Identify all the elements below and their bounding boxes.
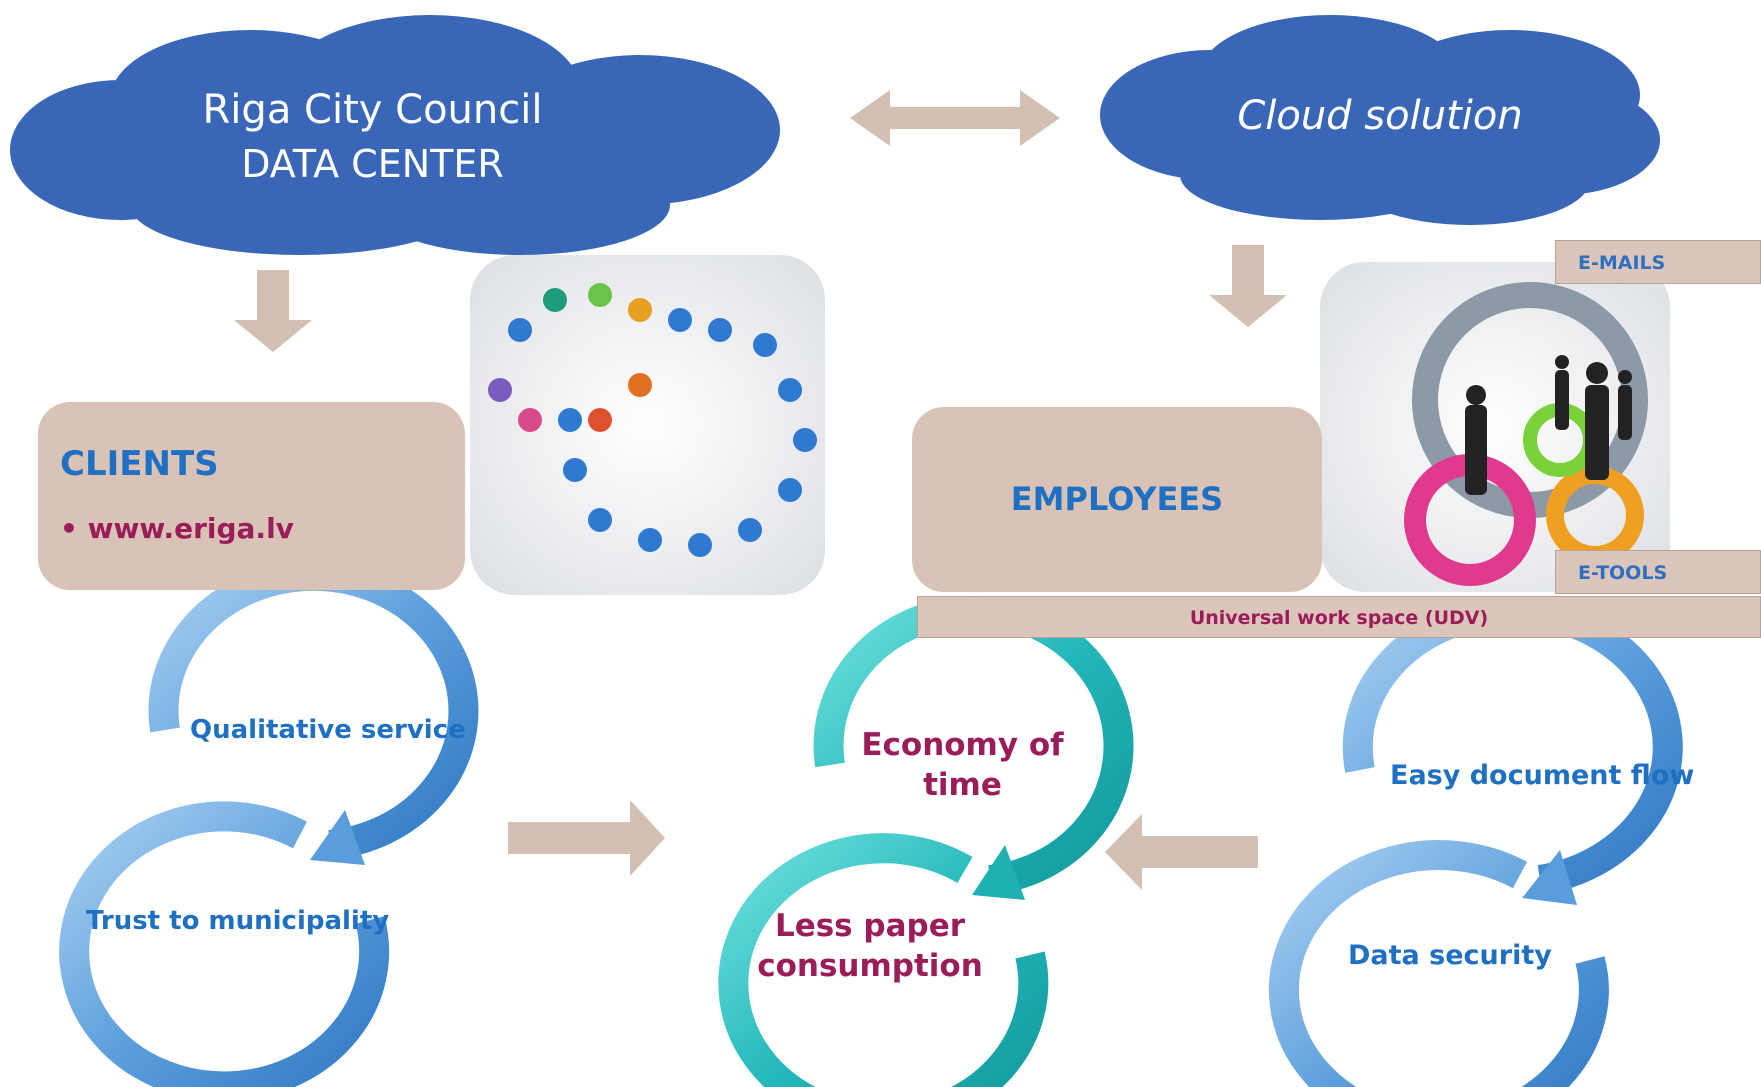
workspace-bar: Universal work space (UDV) bbox=[917, 596, 1761, 638]
clients-link[interactable]: • www.eriga.lv bbox=[60, 512, 294, 545]
business-gears-photo bbox=[1320, 262, 1670, 592]
left-cloud-subtitle: DATA CENTER bbox=[241, 142, 504, 186]
clients-box: CLIENTS • www.eriga.lv bbox=[38, 402, 465, 590]
left-cycle-top-label: Qualitative service bbox=[190, 715, 466, 745]
double-arrow-icon bbox=[850, 90, 1060, 146]
people-circle-photo bbox=[470, 255, 825, 595]
right-cycle-bottom-label: Data security bbox=[1348, 940, 1552, 971]
right-arrow-icon bbox=[508, 800, 665, 876]
right-cycle-rings bbox=[1268, 597, 1683, 1087]
left-cycle-rings bbox=[59, 560, 479, 1087]
employees-box: EMPLOYEES bbox=[912, 407, 1322, 592]
employees-title: EMPLOYEES bbox=[1010, 480, 1224, 518]
left-arrow-icon bbox=[1105, 814, 1258, 890]
down-arrow-right-icon bbox=[1209, 245, 1287, 327]
left-cycle-bottom-label: Trust to municipality bbox=[86, 906, 390, 936]
left-cloud bbox=[10, 15, 780, 255]
right-cloud bbox=[1100, 15, 1660, 225]
right-cloud-label: Cloud solution bbox=[1237, 93, 1523, 139]
clients-title: CLIENTS bbox=[60, 444, 219, 484]
tag-etools: E-TOOLS bbox=[1555, 550, 1761, 594]
center-cycle-bottom-label: Less paper consumption bbox=[757, 908, 983, 984]
tag-emails: E-MAILS bbox=[1555, 240, 1761, 284]
center-cycle-top-label: Economy of time bbox=[861, 727, 1064, 803]
left-cloud-text: Riga City Council DATA CENTER bbox=[150, 82, 595, 190]
left-cloud-title: Riga City Council bbox=[202, 87, 543, 133]
down-arrow-left-icon bbox=[234, 270, 312, 352]
center-cycle-rings bbox=[718, 595, 1134, 1087]
right-cycle-top-label: Easy document flow bbox=[1390, 760, 1695, 791]
